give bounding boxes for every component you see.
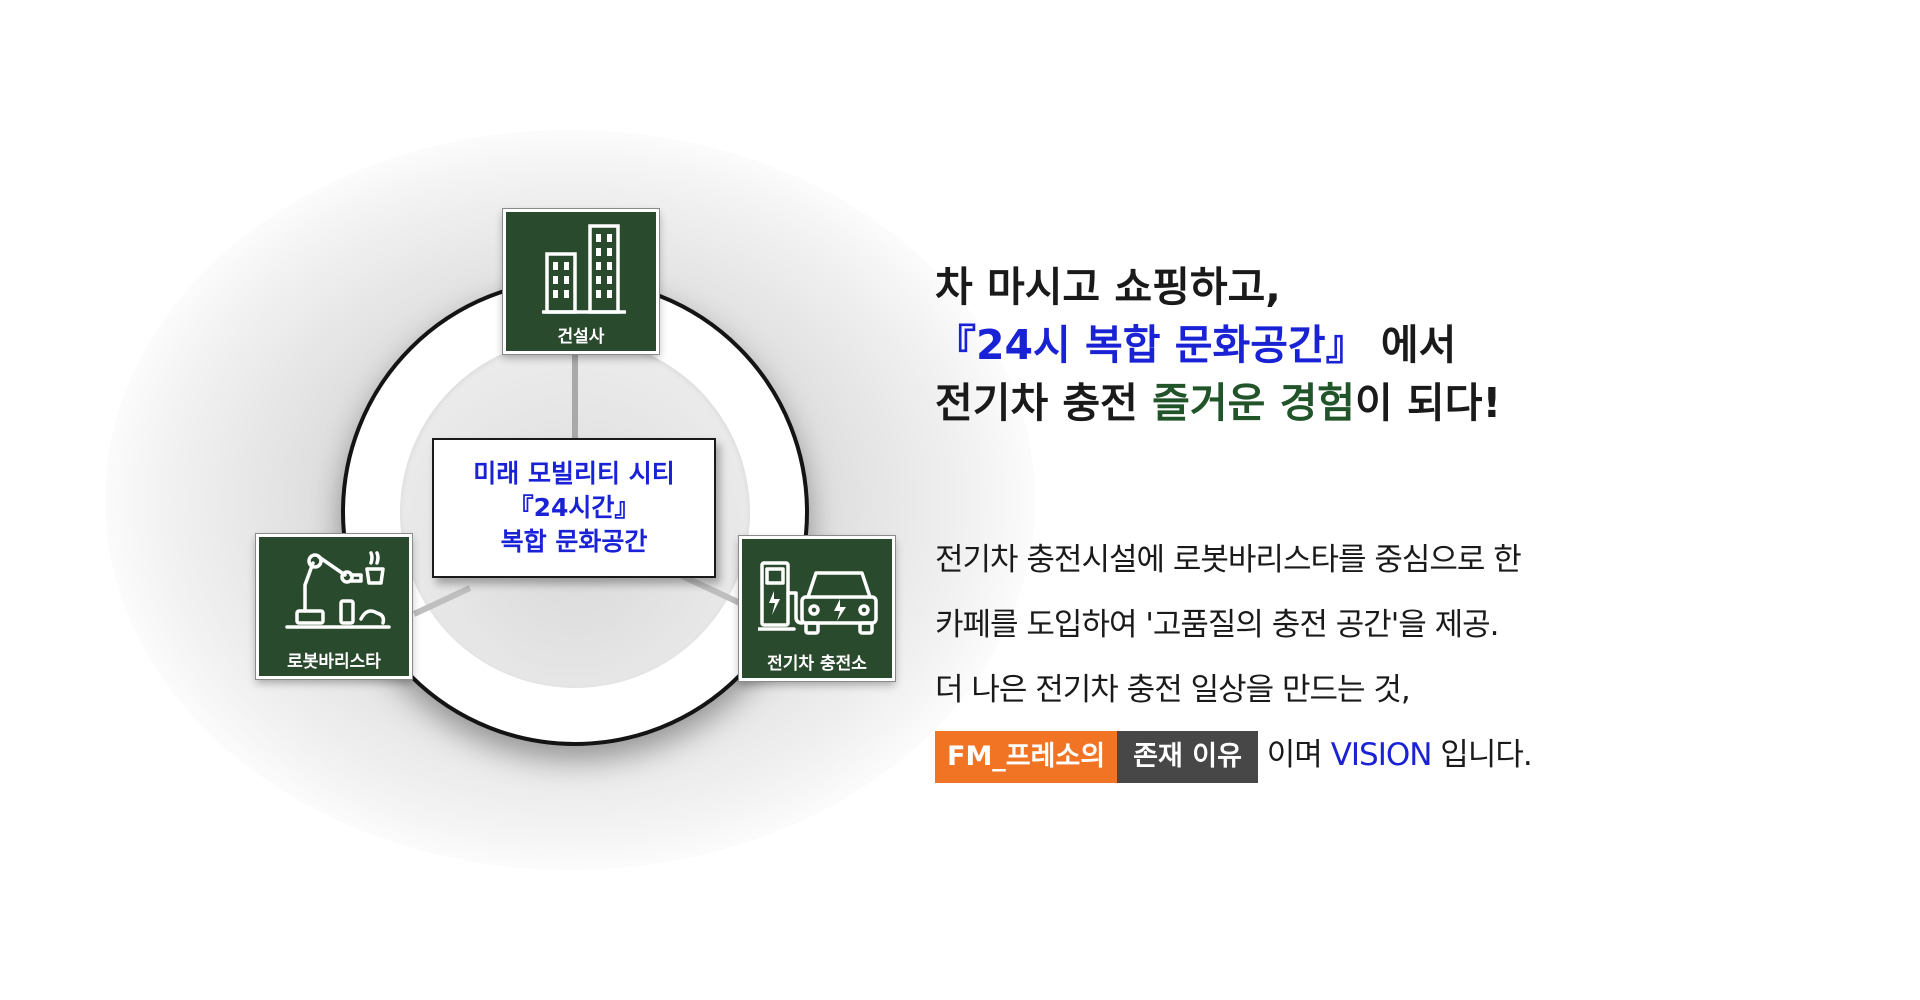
headline-line3-end: 이 되다! (1355, 379, 1502, 427)
headline-line2-rest: 에서 (1366, 321, 1457, 369)
headline: 차 마시고 쇼핑하고, 『24시 복합 문화공간』 에서 전기차 충전 즐거운 … (935, 258, 1835, 432)
headline-line1: 차 마시고 쇼핑하고, (935, 263, 1281, 311)
body-line4-mid: 이며 (1257, 737, 1331, 773)
body-line3: 더 나은 전기차 충전 일상을 만드는 것, (935, 672, 1411, 708)
headline-line3: 전기차 충전 즐거운 경험이 되다! (935, 374, 1835, 432)
node-robot-label: 로봇바리스타 (287, 652, 381, 672)
body-line4-end: 입니다. (1431, 737, 1532, 773)
node-ev-charging: 전기차 충전소 (739, 536, 895, 681)
headline-highlight-green: 즐거운 경험 (1152, 379, 1356, 427)
tag-fm-presso: FM_프레소의 (935, 730, 1118, 783)
center-line1: 미래 모빌리티 시티 (473, 459, 675, 488)
vision-text: VISION (1330, 737, 1433, 773)
spoke-left (412, 585, 472, 617)
node-builder-label: 건설사 (557, 327, 605, 347)
center-line3: 복합 문화공간 (500, 527, 648, 556)
body-text: 전기차 충전시설에 로봇바리스타를 중심으로 한 카페를 도입하여 '고품질의 … (935, 528, 1835, 788)
body-line2: 카페를 도입하여 '고품질의 충전 공간'을 제공. (935, 607, 1500, 643)
node-ev-label: 전기차 충전소 (767, 654, 867, 674)
headline-line3-start: 전기차 충전 (935, 379, 1153, 427)
body-line1: 전기차 충전시설에 로봇바리스타를 중심으로 한 (935, 542, 1522, 578)
center-line2: 『24시간』 (508, 493, 640, 522)
headline-line2: 『24시 복합 문화공간』 에서 (935, 316, 1835, 374)
diagram: 건설사 로봇바리스타 (105, 130, 1035, 870)
headline-highlight-blue: 『24시 복합 문화공간』 (935, 321, 1367, 369)
node-builder: 건설사 (503, 209, 659, 354)
ev-charger-car-icon (758, 561, 878, 635)
center-box: 미래 모빌리티 시티 『24시간』 복합 문화공간 (432, 438, 716, 578)
tag-reason: 존재 이유 (1117, 730, 1258, 783)
spoke-right (678, 572, 744, 607)
buildings-icon (542, 224, 626, 314)
spokes (412, 352, 744, 617)
robot-arm-icon (285, 551, 391, 629)
node-robot-barista: 로봇바리스타 (256, 534, 412, 679)
